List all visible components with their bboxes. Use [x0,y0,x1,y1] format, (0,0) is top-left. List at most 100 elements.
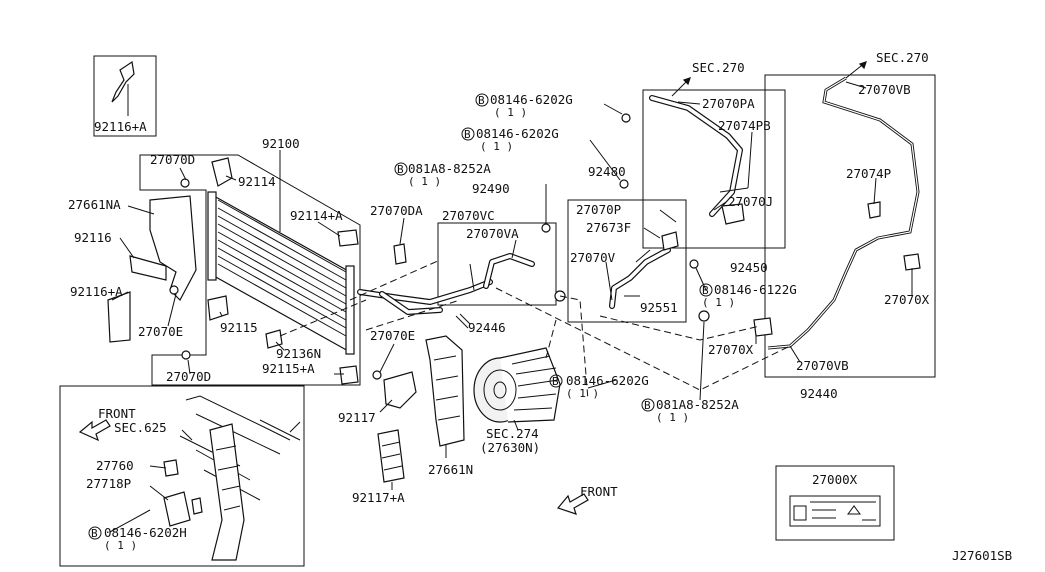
label-92490: 92490 [472,181,510,196]
label-92117: 92117 [338,410,376,425]
qty-08146-a: ( 1 ) [494,106,527,119]
bracket-92115 [207,295,229,321]
label-08146-a: 08146-6202G [490,92,573,107]
compressor [473,347,561,423]
bolt-badge-081a8-top: B [397,163,404,176]
bolt-08146-b [619,179,629,189]
clip-27070j [721,203,745,225]
label-92114: 92114 [238,174,276,189]
label-27074p: 27074P [846,166,891,181]
clip-27070x [753,317,773,337]
qty-081a8-top: ( 1 ) [408,175,441,188]
label-92446: 92446 [468,320,506,335]
bracket-27661n [425,335,465,447]
label-92450: 92450 [730,260,768,275]
qty-08146-h: ( 1 ) [104,539,137,552]
label-27070x: 27070X [708,342,754,357]
box-92450 [642,89,786,249]
clip-27074p [867,201,881,219]
bracket-27673f [661,231,679,251]
label-92115a: 92115+A [262,361,315,376]
label-27673f: 27673F [586,220,631,235]
qty-08146-b: ( 1 ) [480,140,513,153]
bracket-27661na [149,195,197,301]
label-27070d-bottom: 27070D [166,369,211,384]
label-27718p: 27718P [86,476,131,491]
qty-08146-c: ( 1 ) [566,387,599,400]
clip-92116a-left [107,291,131,343]
bolt-badge-08146-c: B [552,375,559,388]
arrow-front-mid [556,493,589,515]
condenser [207,191,355,355]
bolt-08146-6122g [689,259,699,269]
label-92117a: 92117+A [352,490,405,505]
label-27070pa: 27070PA [702,96,755,111]
bolt-27070d [180,178,190,188]
label-front-mid: FRONT [580,484,618,499]
label-27070x-right: 27070X [884,292,930,307]
label-27070vb: 27070VB [796,358,849,373]
label-27070v: 27070V [570,250,616,265]
label-08146-c: 08146-6202G [566,373,649,388]
clip-92115a [339,365,359,385]
qty-081a8-bottom: ( 1 ) [656,411,689,424]
label-27070e-left: 27070E [138,324,183,339]
label-27661n: 27661N [428,462,473,477]
clip-92116a [111,60,135,103]
diagram-id: J27601SB [952,548,1012,563]
label-92551: 92551 [640,300,678,315]
bolt-27070e-left [169,285,179,295]
inset-box-92116a [93,55,157,137]
label-27070e: 27070E [370,328,415,343]
label-27074pb: 27074PB [718,118,771,133]
label-92116: 92116 [74,230,112,245]
label-27070d: 27070D [150,152,195,167]
label-92440: 92440 [800,386,838,401]
pipe-92440 [767,76,920,350]
label-front-inset: FRONT [98,406,136,421]
label-27070vb-top: 27070VB [858,82,911,97]
label-27000x: 27000X [812,472,858,487]
bolt-27070e [372,370,382,380]
dashed-connections [279,259,791,401]
box-92490 [437,222,557,306]
qty-08146-6122g: ( 1 ) [702,296,735,309]
label-sec274: SEC.274 [486,426,539,441]
bolt-08146-a [621,113,631,123]
label-27000x-box [775,465,895,541]
label-92100: 92100 [262,136,300,151]
label-92115: 92115 [220,320,258,335]
label-92480: 92480 [588,164,626,179]
bracket-92116 [129,255,167,281]
clip-27070x-right [903,253,921,271]
label-27070da: 27070DA [370,203,423,218]
condenser-group-frame [139,154,361,386]
bolt-27070da [393,243,407,265]
bolt-badge-08146-h: B [91,527,98,540]
pipe-92446 [357,279,493,305]
bolt-081a8-top [541,223,551,233]
bolt-badge-08146-a: B [478,94,485,107]
inset-box-bottom-left [59,385,305,567]
bracket-92117 [383,371,417,409]
label-92116a: 92116+A [70,284,123,299]
label-sec625: SEC.625 [114,420,167,435]
arrow-front-inset [78,419,111,442]
label-27070p: 27070P [576,202,621,217]
label-08146-h: 08146-6202H [104,525,187,540]
label-27661na: 27661NA [68,197,121,212]
label-sec270-mid: SEC.270 [692,60,745,75]
label-27070va: 27070VA [466,226,519,241]
bolt-badge-08146-6122g: B [702,284,709,297]
bolt-081a8-bottom [698,310,710,322]
bolt-27070d-bottom [181,350,191,360]
label-92114a: 92114+A [290,208,343,223]
label-sec270-right: SEC.270 [876,50,929,65]
label-92136n: 92136N [276,346,321,361]
bolt-badge-081a8-bottom: B [644,399,651,412]
label-081a8-top: 081A8-8252A [408,161,491,176]
inset-bracket-art [163,395,301,561]
label-08146-6122g: 08146-6122G [714,282,797,297]
bracket-27070d [211,157,233,187]
clip-92114a [337,229,359,247]
